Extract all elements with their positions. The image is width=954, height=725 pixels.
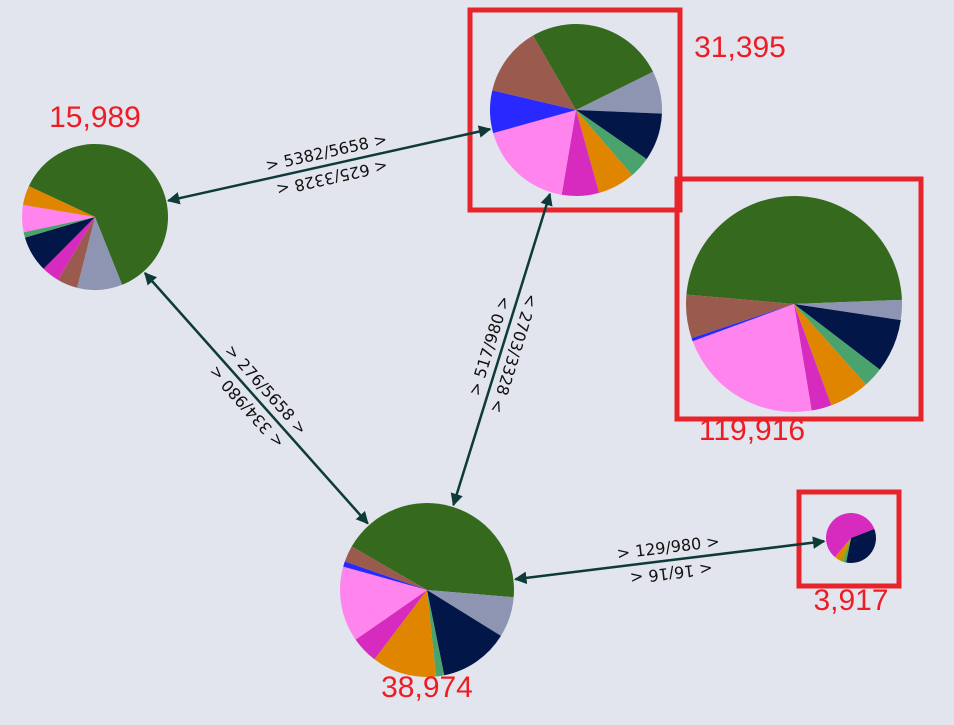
pie-slice [427,590,501,676]
pie-node-top[interactable] [489,23,662,197]
pie-slice [685,294,794,339]
nodes-layer [22,23,903,677]
node-total-label: 31,395 [694,31,786,64]
pie-slice [794,304,880,385]
node-total-label: 15,989 [49,101,141,134]
node-total-label: 119,916 [699,414,805,447]
labels-layer: 15,989 31,395 119,916 38,974 3,917 [49,31,888,704]
pie-slice [576,110,662,160]
edge-label-forward: > 129/980 > [616,532,721,563]
highlight-box-top [467,7,683,213]
edge-arrow-line [514,536,826,585]
edge-left-top[interactable]: > 5382/5658 >< 625/3328 < [166,125,492,205]
pie-slice [492,35,576,110]
pie-slice [493,110,576,195]
pie-slice [77,217,123,291]
pie-slice [427,590,445,677]
pie-slice [489,90,576,134]
pie-slice [692,304,812,413]
edge-arrow-line [450,192,553,507]
edge-bottom-small[interactable]: > 129/980 >< 16/16 < [514,532,826,588]
pie-slice [344,546,427,590]
pie-slice [28,144,169,285]
pie-node-bottom[interactable] [339,503,514,677]
pie-slice [794,304,832,411]
pie-slice [576,71,662,114]
pie-slice [355,590,427,660]
highlight-boxes-layer [467,7,924,589]
edge-arrow-line [143,272,369,525]
pie-slice [24,217,95,269]
pie-slice [846,528,877,563]
pie-slice [834,538,851,560]
pie-node-small[interactable] [826,513,877,563]
highlight-box-right [674,176,924,422]
pie-slice [794,304,901,370]
pie-slice [351,503,514,598]
pie-slice [794,299,903,321]
pie-slice [374,590,437,677]
edge-bottom-top[interactable]: > 517/980 >< 2703/3328 < [450,192,553,507]
pie-slice [561,110,600,197]
pie-slice [23,217,95,238]
pie-slice [58,217,95,288]
pie-slice [691,304,794,342]
pie-node-left[interactable] [22,144,169,291]
pie-slice [838,538,851,562]
pie-slice [343,561,427,590]
pie-slice [843,538,851,563]
pie-slice [339,566,427,640]
pie-slice [43,217,95,280]
pie-slice [576,110,633,193]
node-total-label: 3,917 [813,584,888,617]
pie-node-right[interactable] [685,195,903,413]
pie-slice [427,590,514,636]
node-total-label: 38,974 [381,671,473,704]
edge-left-bottom[interactable]: > 276/5658 >< 334/980 < [143,272,369,525]
pie-slice [576,110,647,176]
edge-arrow-line [166,125,492,205]
pie-slice [23,186,95,217]
pie-slice [533,23,654,110]
pie-slice [794,304,866,406]
pie-slice [22,204,95,233]
pie-slice [686,195,902,304]
pie-slice [826,513,875,558]
